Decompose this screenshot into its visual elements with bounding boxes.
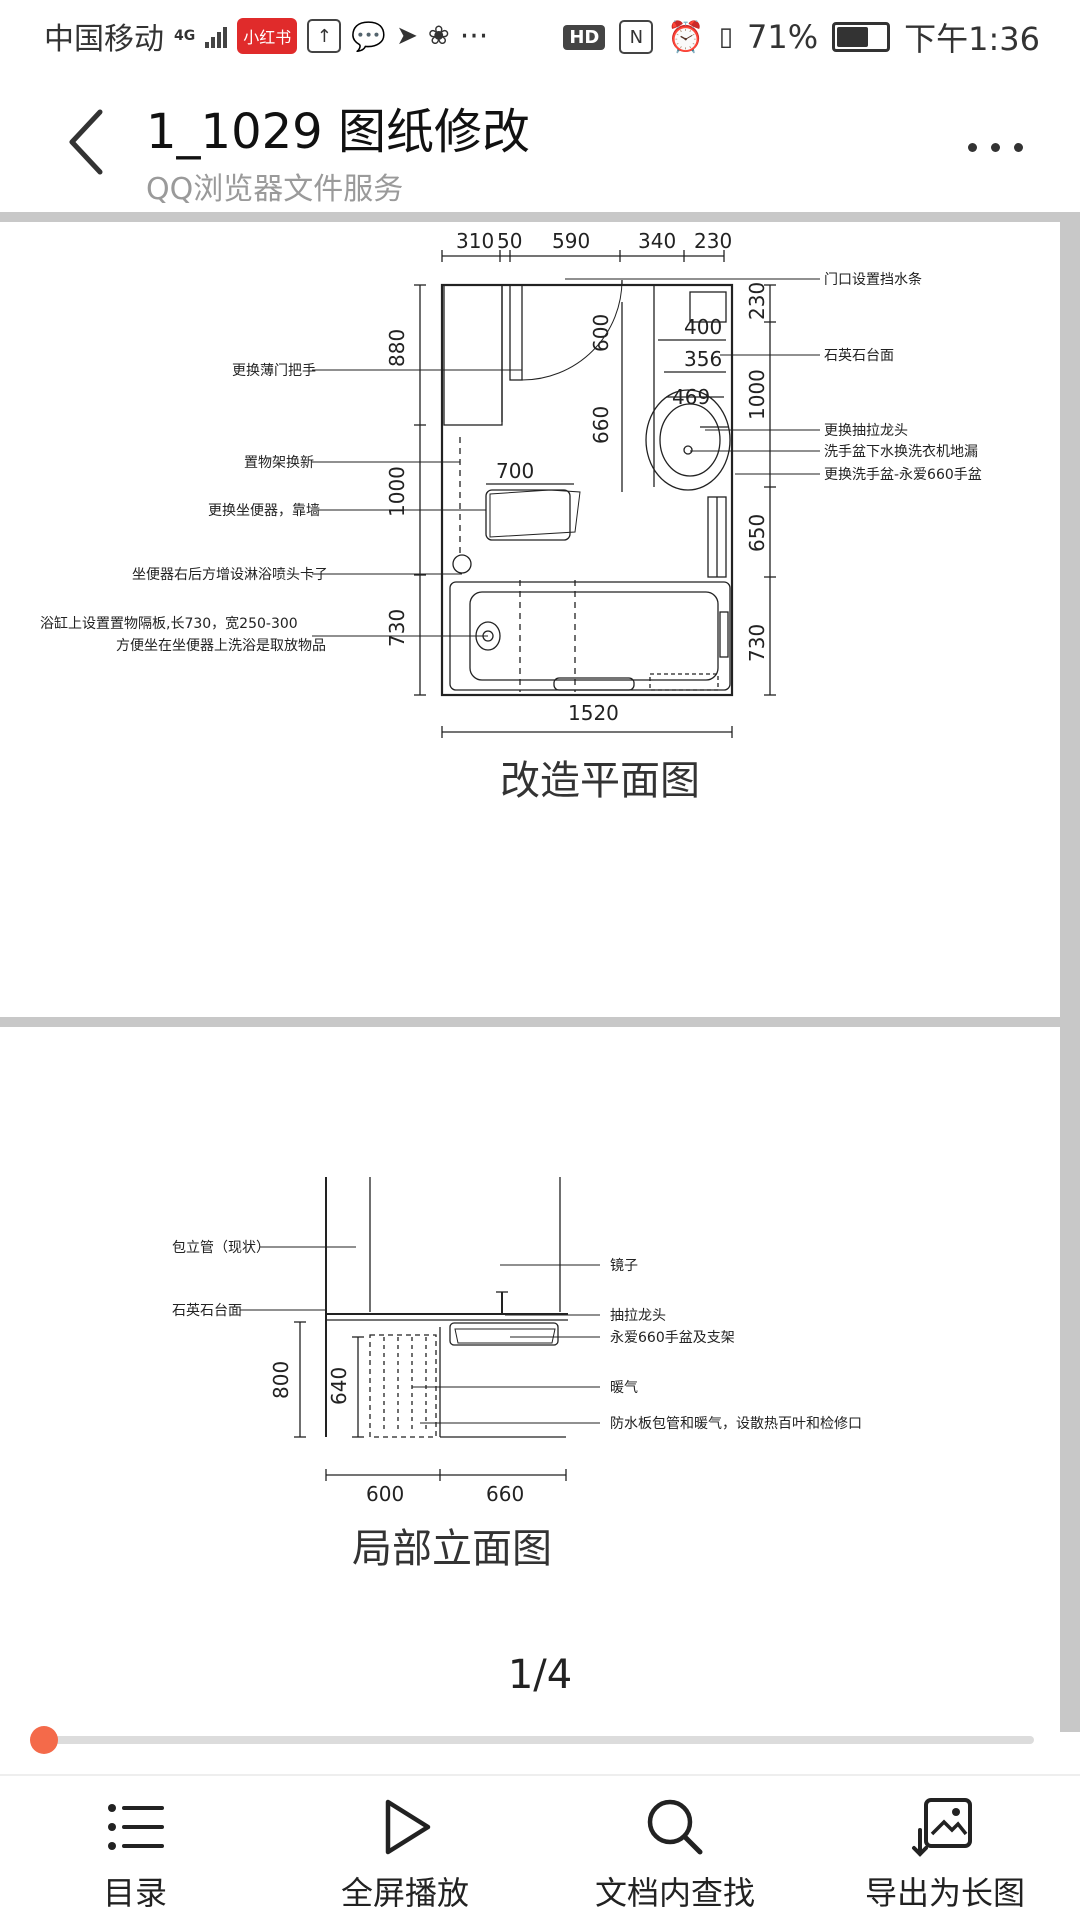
app-badge: 小红书 — [237, 18, 298, 54]
dim-bottom-1520: 1520 — [568, 701, 619, 725]
label-radiator: 暖气 — [610, 1380, 638, 1396]
export-image-icon — [912, 1798, 972, 1857]
flower-icon: ❀ — [427, 21, 450, 51]
label-waterproof-panel: 防水板包管和暖气，设散热百叶和检修口 — [610, 1416, 862, 1432]
upload-icon: ↑ — [307, 19, 342, 53]
dim-inner-660: 660 — [589, 406, 613, 444]
dim-right-1000: 1000 — [745, 369, 769, 420]
play-icon — [385, 1799, 431, 1855]
more-dot-icon — [1013, 142, 1023, 152]
label-quartz-counter-elev: 石英石台面 — [172, 1302, 242, 1319]
more-options-button[interactable] — [950, 132, 1040, 162]
find-in-document-button[interactable]: 文档内查找 — [540, 1776, 810, 1922]
page-progress-slider[interactable] — [30, 1726, 1034, 1754]
carrier-label: 中国移动 — [44, 22, 164, 57]
label-door-handle: 更换薄门把手 — [232, 362, 316, 379]
dim-right-650: 650 — [745, 514, 769, 552]
toc-label: 目录 — [102, 1874, 167, 1912]
dim-right-230: 230 — [745, 282, 769, 320]
label-toilet: 更换坐便器，靠墙 — [208, 502, 320, 519]
label-faucet-elev: 抽拉龙头 — [610, 1308, 666, 1324]
export-long-image-label: 导出为长图 — [864, 1874, 1025, 1912]
dim-inner-400: 400 — [684, 315, 722, 339]
fullscreen-play-label: 全屏播放 — [340, 1874, 469, 1912]
dim-h-640: 640 — [327, 1367, 351, 1405]
list-icon — [108, 1804, 164, 1850]
label-shelf: 置物架换新 — [244, 454, 314, 471]
dim-inner-600: 600 — [589, 314, 613, 352]
dim-left-1000: 1000 — [385, 466, 409, 517]
dim-inner-700: 700 — [496, 459, 534, 483]
document-page[interactable]: 包立管（现状） 石英石台面 镜子 抽拉龙头 永爱660手盆及支架 暖气 防水板包… — [0, 1027, 1060, 1732]
battery-fill — [837, 27, 869, 47]
document-viewer[interactable]: 310 50 590 340 230 880 1000 730 230 1000… — [0, 212, 1080, 1732]
dim-left-880: 880 — [385, 329, 409, 367]
fullscreen-play-button[interactable]: 全屏播放 — [270, 1776, 540, 1922]
drawing-caption: 局部立面图 — [352, 1526, 552, 1572]
slider-handle[interactable] — [30, 1726, 58, 1754]
search-icon — [647, 1799, 703, 1855]
page-indicator: 1/4 — [507, 1652, 573, 1698]
more-notifications: ··· — [459, 18, 489, 54]
alarm-icon: ⏰ — [667, 19, 705, 55]
floor-plan-drawing: 310 50 590 340 230 880 1000 730 230 1000… — [40, 229, 982, 804]
dim-right-730: 730 — [745, 624, 769, 662]
more-dot-icon — [967, 142, 977, 152]
page-subtitle: QQ浏览器文件服务 — [146, 172, 404, 207]
dim-inner-469: 469 — [672, 385, 710, 409]
status-bar: 中国移动 4G 小红书 ↑ 💬 ➤ ❀ ··· HD N ⏰ ▯ 71% 下午1… — [0, 0, 1080, 72]
dim-h-800: 800 — [269, 1361, 293, 1399]
hd-icon: HD — [563, 24, 606, 50]
dim-top-590: 590 — [552, 229, 590, 253]
drawing-caption: 改造平面图 — [500, 758, 700, 804]
label-water-stop: 门口设置挡水条 — [824, 271, 922, 288]
export-long-image-button[interactable]: 导出为长图 — [810, 1776, 1080, 1922]
chat-icon: 💬 — [351, 19, 387, 53]
dim-top-50: 50 — [497, 229, 522, 253]
find-in-document-label: 文档内查找 — [594, 1874, 755, 1912]
toc-button[interactable]: 目录 — [0, 1776, 270, 1922]
dim-inner-356: 356 — [684, 347, 722, 371]
dim-w-660: 660 — [486, 1482, 524, 1506]
dim-top-310: 310 — [456, 229, 494, 253]
bottom-toolbar: 目录 全屏播放 文档内查找 导出为长图 — [0, 1774, 1080, 1922]
label-quartz-counter: 石英石台面 — [824, 347, 894, 364]
label-mirror: 镜子 — [610, 1258, 638, 1274]
elevation-drawing: 包立管（现状） 石英石台面 镜子 抽拉龙头 永爱660手盆及支架 暖气 防水板包… — [172, 1177, 862, 1572]
label-pull-faucet: 更换抽拉龙头 — [824, 422, 908, 439]
clock: 下午1:36 — [904, 20, 1040, 58]
nfc-icon: N — [619, 20, 654, 54]
document-page[interactable]: 310 50 590 340 230 880 1000 730 230 1000… — [0, 222, 1060, 1017]
dim-top-230: 230 — [694, 229, 732, 253]
signal-icon — [205, 24, 228, 48]
label-drain: 洗手盆下水换洗衣机地漏 — [824, 443, 978, 460]
back-button[interactable] — [56, 102, 126, 182]
label-basin-elev: 永爱660手盆及支架 — [610, 1330, 735, 1346]
battery-icon — [832, 22, 891, 52]
label-shower-holder: 坐便器右后方增设淋浴喷头卡子 — [132, 567, 328, 583]
label-bathtub-shelf: 浴缸上设置置物隔板,长730，宽250-300 — [40, 615, 298, 632]
dim-w-600: 600 — [366, 1482, 404, 1506]
network-type: 4G — [174, 28, 196, 44]
status-right: HD N ⏰ ▯ 71% 下午1:36 — [563, 14, 1040, 60]
battery-percent: 71% — [747, 18, 819, 56]
more-dot-icon — [990, 142, 1000, 152]
page-title: 1_1029 图纸修改 — [146, 104, 530, 160]
label-basin: 更换洗手盆-永爱660手盆 — [824, 466, 982, 483]
vibrate-icon: ▯ — [718, 22, 733, 52]
dim-left-730: 730 — [385, 609, 409, 647]
send-icon: ➤ — [396, 21, 418, 51]
status-left: 中国移动 4G 小红书 ↑ 💬 ➤ ❀ ··· — [44, 14, 488, 58]
label-bathtub-note: 方便坐在坐便器上洗浴是取放物品 — [116, 638, 326, 654]
dim-top-340: 340 — [638, 229, 676, 253]
label-riser: 包立管（现状） — [172, 1240, 270, 1256]
title-bar: 1_1029 图纸修改 QQ浏览器文件服务 — [0, 72, 1080, 214]
chevron-left-icon — [69, 109, 103, 175]
